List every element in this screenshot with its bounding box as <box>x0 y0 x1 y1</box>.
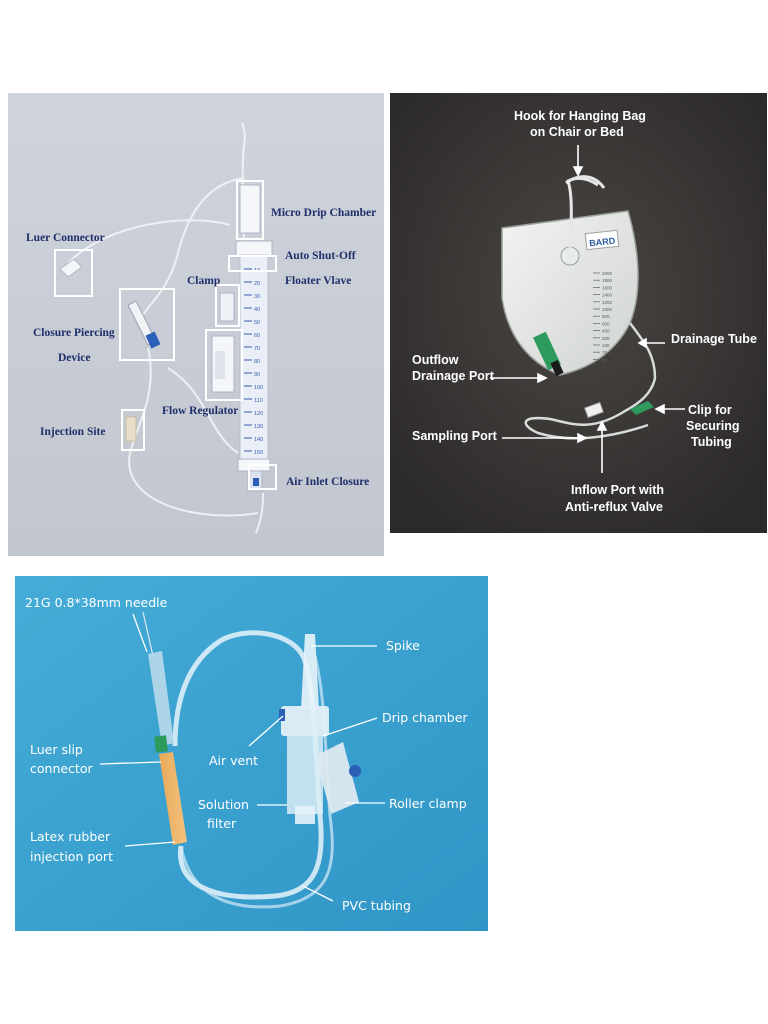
label-drainage-tube: Drainage Tube <box>671 332 757 346</box>
label-latex-2: injection port <box>30 849 113 864</box>
label-inflow-2: Anti-reflux Valve <box>565 500 663 514</box>
burette-chamber <box>235 240 273 492</box>
bag-tick-label: 800 <box>602 314 610 319</box>
burette-tick-label: 60 <box>254 333 260 339</box>
solution-filter-part <box>295 806 315 824</box>
flow-regulator-part <box>211 335 235 393</box>
label-solution-filter-1: Solution <box>198 797 249 812</box>
spike <box>301 634 319 709</box>
label-hook-1: Hook for Hanging Bag <box>514 109 646 123</box>
needle-hub <box>148 651 174 746</box>
latex-injection-port <box>159 752 187 845</box>
burette-tick-label: 40 <box>254 307 260 313</box>
label-injection-site: Injection Site <box>40 426 105 438</box>
label-outflow-1: Outflow <box>412 353 459 367</box>
drip-chamber-cap <box>281 706 329 736</box>
burette-tick-label: 120 <box>254 411 263 417</box>
burette-tick-label: 140 <box>254 437 263 443</box>
label-luer-slip-2: connector <box>30 761 93 776</box>
label-hook-2: on Chair or Bed <box>530 125 624 139</box>
closure-piercing-device <box>127 300 161 349</box>
needle <box>142 611 154 657</box>
infusion-set-figure: 21G 0.8*38mm needle Spike Drip chamber A… <box>15 576 488 931</box>
roller-clamp-part <box>315 742 359 814</box>
infusion-set-illustration: 21G 0.8*38mm needle Spike Drip chamber A… <box>15 576 488 931</box>
pointer-lines <box>99 613 385 902</box>
label-sampling-port: Sampling Port <box>412 429 498 443</box>
burette-tick-label: 150 <box>254 450 263 456</box>
pointer-arrows <box>490 145 685 473</box>
bag-tick-label: 400 <box>602 329 610 334</box>
burette-tick-label: 90 <box>254 372 260 378</box>
label-outflow-2: Drainage Port <box>412 369 495 383</box>
drip-chamber-body <box>287 734 323 814</box>
highlight-boxes <box>54 180 277 490</box>
drainage-bag: BARD <box>501 210 639 376</box>
bag-tick-label: 75 <box>602 350 608 355</box>
burette-tick-label: 130 <box>254 424 263 430</box>
bag-tick-label: 1000 <box>602 307 613 312</box>
bag-tick-label: 50 <box>602 357 608 362</box>
label-micro-drip-chamber: Micro Drip Chamber <box>271 207 376 219</box>
hanging-hook <box>565 175 606 249</box>
label-floater-valve: Floater Vlave <box>285 275 351 287</box>
label-clip-1: Clip for <box>688 403 732 417</box>
label-luer-slip-1: Luer slip <box>30 742 83 757</box>
burette-tick-label: 50 <box>254 320 260 326</box>
roller-wheel <box>349 765 361 777</box>
label-drip-chamber: Drip chamber <box>382 710 468 725</box>
burette-tick-label: 30 <box>254 294 260 300</box>
bag-scale: 2000 1800 1600 1400 1200 1000 800 600 400 200 100 7… <box>593 271 613 362</box>
sampling-port-part <box>584 401 604 419</box>
label-clamp: Clamp <box>187 275 220 287</box>
luer-connector <box>59 258 83 278</box>
burette-tick-label: 20 <box>254 281 260 287</box>
injection-site-part <box>125 416 137 442</box>
label-luer-connector: Luer Connector <box>26 232 105 244</box>
burette-tick-label: 110 <box>254 398 263 404</box>
label-closure-piercing-1: Closure Piercing <box>33 327 115 339</box>
bag-tick-label: 2000 <box>602 271 613 276</box>
drainage-bag-illustration: BARD 20001800160014001200100080060040020… <box>390 93 767 533</box>
clamp-part <box>219 292 235 322</box>
luer-slip-connector <box>154 735 168 753</box>
label-inflow-1: Inflow Port with <box>571 483 664 497</box>
label-air-vent: Air vent <box>209 753 258 768</box>
bag-tick-label: 100 <box>602 343 610 348</box>
bag-tick-label: 600 <box>602 321 610 326</box>
label-latex-1: Latex rubber <box>30 829 111 844</box>
burette-tick-label: 80 <box>254 359 260 365</box>
label-clip-3: Tubing <box>691 435 732 449</box>
bag-tick-label: 1400 <box>602 293 613 298</box>
label-roller-clamp: Roller clamp <box>389 796 467 811</box>
bag-tick-label: 200 <box>602 336 610 341</box>
burette-tick-label: 70 <box>254 346 260 352</box>
bag-tick-label: 1800 <box>602 278 613 283</box>
label-pvc-tubing: PVC tubing <box>342 898 411 913</box>
label-needle: 21G 0.8*38mm needle <box>25 595 168 610</box>
label-air-inlet-closure: Air Inlet Closure <box>286 476 369 488</box>
bag-tick-label: 1600 <box>602 285 613 290</box>
bag-tick-label: 1200 <box>602 300 613 305</box>
label-auto-shut-off: Auto Shut-Off <box>285 250 356 262</box>
label-closure-piercing-2: Device <box>58 352 91 364</box>
micro-drip-chamber <box>239 184 261 234</box>
label-spike: Spike <box>386 638 420 653</box>
outflow-drainage-port <box>533 331 564 377</box>
clip-part <box>630 401 654 415</box>
label-clip-2: Securing <box>686 419 740 433</box>
label-solution-filter-2: filter <box>207 816 237 831</box>
label-flow-regulator: Flow Regulator <box>162 405 238 417</box>
air-vent-cap <box>279 709 285 721</box>
burette-tick-label: 100 <box>254 385 263 391</box>
bag-brand: BARD <box>589 236 616 249</box>
